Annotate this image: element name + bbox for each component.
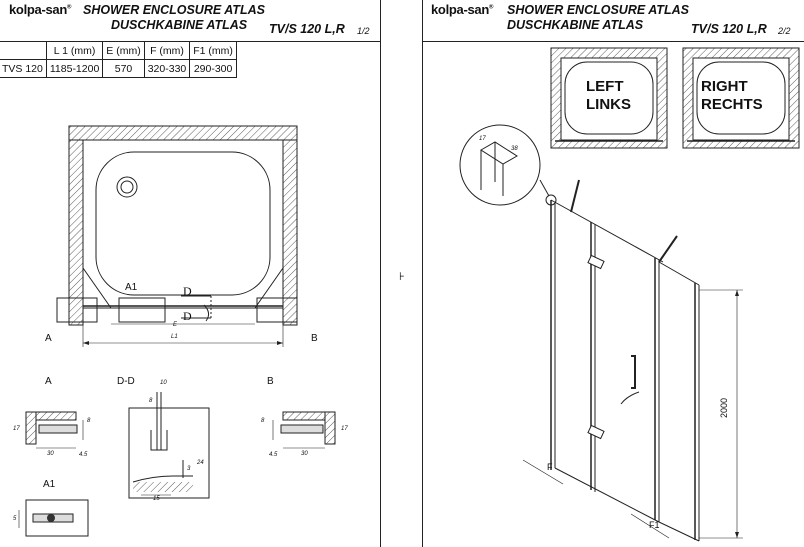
table-cell: 320-330 [143,59,191,78]
dim-dd-3: 3 [187,466,191,472]
label-a1: A1 [125,282,138,293]
dim-a-45: 4.5 [79,452,88,458]
detail-a1-drawing [18,499,89,537]
detail-a-drawing [25,411,84,449]
isometric-drawing [459,47,800,542]
detail-box-a [56,297,98,323]
table-cell: TVS 120 [0,59,47,78]
support-bar-right [658,235,678,263]
drain-icon [116,176,138,198]
right-orientation-box [682,47,800,149]
table-cell: 570 [102,59,145,78]
label-f: F [547,462,553,472]
dimension-table: L 1 (mm) E (mm) F (mm) F1 (mm) TVS 120 1… [0,41,237,78]
dim-dd-15: 15 [153,496,160,502]
brand-logo: kolpa-san® [431,2,494,17]
dimension-f [522,459,564,485]
sheet2-header: kolpa-san® SHOWER ENCLOSURE ATLAS DUSCHK… [423,0,804,42]
page-number: 1/2 [357,26,370,36]
hinge-top [587,254,605,270]
profile-detail-circle [459,124,557,206]
label-f1: F1 [649,520,660,530]
plan-view-drawing [18,125,336,537]
dim-b-45: 4.5 [269,452,278,458]
label-d-bottom: D [183,309,192,323]
dim-a-17: 17 [13,426,20,432]
model-code: TV/S 120 L,R [691,22,767,36]
brand-logo: kolpa-san® [9,2,72,17]
left-label-de: LINKS [586,96,631,113]
dimension-f1 [630,513,670,539]
title-de: DUSCHKABINE ATLAS [111,18,248,32]
sheet1-header: kolpa-san® SHOWER ENCLOSURE ATLAS DUSCHK… [0,0,380,42]
label-detail-a1: A1 [43,479,56,490]
sheet-page-1: kolpa-san® SHOWER ENCLOSURE ATLAS DUSCHK… [0,0,381,547]
page-separator: ⊦ [399,271,405,283]
dim-b-8: 8 [261,418,265,424]
sheet1-title: SHOWER ENCLOSURE ATLAS DUSCHKABINE ATLAS [83,3,265,33]
dim-a-8: 8 [87,418,91,424]
shower-tray-basin [95,151,271,296]
label-detail-38: 38 [511,146,518,152]
left-label-en: LEFT [586,78,624,95]
table-header-cell: F1 (mm) [189,41,237,60]
table-header-cell: E (mm) [102,41,145,60]
support-bar-left [570,179,580,213]
label-l1: L1 [171,334,178,340]
table-row: TVS 120 1185-1200 570 320-330 290-300 [0,59,237,78]
table-cell: 1185-1200 [45,59,104,78]
door-swing-arrow [620,391,640,405]
sheet-page-2: kolpa-san® SHOWER ENCLOSURE ATLAS DUSCHK… [422,0,804,547]
door-diagonal-left [82,267,112,309]
dim-b-17: 17 [341,426,348,432]
dim-b-30: 30 [301,451,308,457]
dim-a-30: 30 [47,451,54,457]
detail-b-drawing [272,411,336,449]
shower-tray-outline [82,139,284,309]
dim-a1-5: 5 [13,516,17,522]
label-detail-17: 17 [479,136,486,142]
wall-hatching [68,125,298,326]
title-de: DUSCHKABINE ATLAS [507,18,644,32]
right-label-en: RIGHT [701,78,748,95]
model-code: TV/S 120 L,R [269,22,345,36]
label-height: 2000 [719,397,729,418]
right-label-de: RECHTS [701,96,763,113]
label-detail-b: B [267,376,274,387]
label-e: E [173,322,178,328]
shower-panels [550,199,700,542]
detail-box-b [256,297,298,323]
dim-dd-24: 24 [197,460,204,466]
page-number: 2/2 [778,26,791,36]
door-diagonal-right [254,267,284,309]
door-swing-arrow [203,304,210,322]
right-box-label: RIGHT RECHTS [701,78,763,114]
label-detail-a: A [45,376,52,387]
table-cell: 290-300 [189,59,237,78]
dim-dd-8: 8 [149,398,153,404]
hinge-bottom [587,424,605,440]
left-box-label: LEFT LINKS [586,78,631,114]
title-en: SHOWER ENCLOSURE ATLAS [507,3,689,17]
title-en: SHOWER ENCLOSURE ATLAS [83,3,265,17]
detail-dd-drawing [128,392,210,499]
door-handle [631,355,636,389]
label-b: B [311,333,318,344]
label-a: A [45,333,52,344]
sheet2-title: SHOWER ENCLOSURE ATLAS DUSCHKABINE ATLAS [507,3,689,33]
label-detail-dd: D-D [117,376,135,387]
left-orientation-box [550,47,668,149]
detail-box-a1 [118,297,166,323]
dim-dd-10: 10 [160,380,167,386]
label-d-top: D [183,284,192,298]
